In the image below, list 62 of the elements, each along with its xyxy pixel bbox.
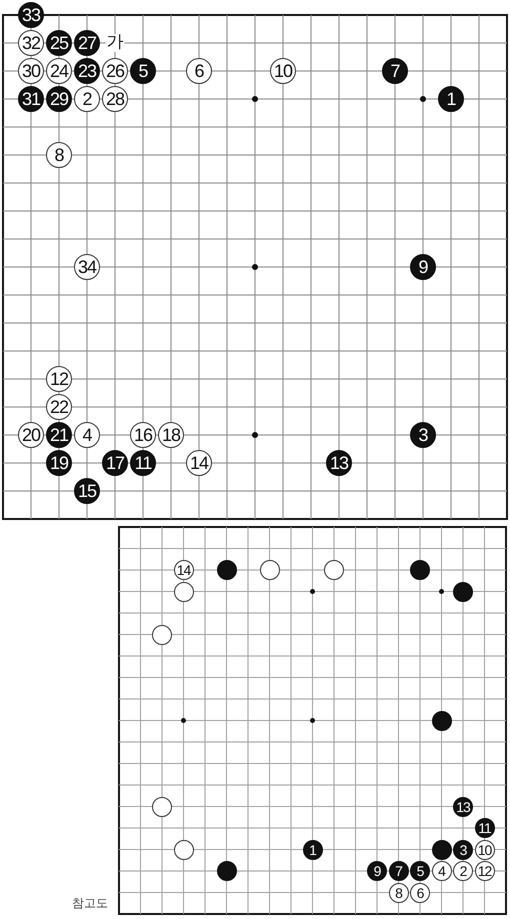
go-stone: 7 (382, 58, 408, 84)
go-stone: 6 (186, 58, 212, 84)
go-stone: 5 (410, 861, 430, 881)
go-stone (432, 840, 452, 860)
go-stone: 25 (46, 30, 72, 56)
go-stone: 8 (46, 142, 72, 168)
go-stone: 10 (474, 840, 494, 860)
go-stone: 2 (74, 86, 100, 112)
go-stone: 12 (474, 861, 494, 881)
go-stone: 23 (74, 58, 100, 84)
go-stone (216, 861, 236, 881)
go-stone: 3 (410, 422, 436, 448)
go-stone: 13 (326, 450, 352, 476)
go-stone: 2 (453, 861, 473, 881)
point-label: 가 (106, 34, 124, 52)
go-stone (216, 560, 236, 580)
go-stone: 14 (174, 560, 194, 580)
go-stone: 7 (388, 861, 408, 881)
go-stone: 32 (18, 30, 44, 56)
go-stone: 1 (302, 840, 322, 860)
go-stone: 21 (46, 422, 72, 448)
go-stone: 20 (18, 422, 44, 448)
go-stone: 29 (46, 86, 72, 112)
diagram-caption: 참고도 (72, 895, 108, 912)
go-stone: 17 (102, 450, 128, 476)
go-stone: 1 (438, 86, 464, 112)
go-stone: 5 (130, 58, 156, 84)
go-stone: 19 (46, 450, 72, 476)
go-stone (324, 560, 344, 580)
go-stone: 15 (74, 478, 100, 504)
go-stone: 4 (432, 861, 452, 881)
go-stone (152, 796, 172, 816)
go-stone: 6 (410, 882, 430, 902)
go-stone: 34 (74, 254, 100, 280)
go-stone (453, 582, 473, 602)
go-stone: 4 (74, 422, 100, 448)
go-stone: 30 (18, 58, 44, 84)
go-stone (410, 560, 430, 580)
go-stone: 27 (74, 30, 100, 56)
go-stone: 10 (270, 58, 296, 84)
go-stone: 26 (102, 58, 128, 84)
go-stone (152, 624, 172, 644)
go-stone: 11 (130, 450, 156, 476)
go-stone: 28 (102, 86, 128, 112)
go-stone: 3 (453, 840, 473, 860)
go-stone: 16 (130, 422, 156, 448)
go-stone (174, 840, 194, 860)
go-stone: 18 (158, 422, 184, 448)
go-stone (432, 710, 452, 730)
go-stone (174, 582, 194, 602)
go-stone: 9 (367, 861, 387, 881)
go-stone: 31 (18, 86, 44, 112)
go-stone (260, 560, 280, 580)
go-stone: 22 (46, 394, 72, 420)
go-stone: 11 (474, 818, 494, 838)
go-stone: 33 (18, 2, 44, 28)
go-stone: 12 (46, 366, 72, 392)
go-stone: 24 (46, 58, 72, 84)
go-stone: 14 (186, 450, 212, 476)
go-stone: 9 (410, 254, 436, 280)
go-stone: 8 (388, 882, 408, 902)
go-stone: 13 (453, 796, 473, 816)
